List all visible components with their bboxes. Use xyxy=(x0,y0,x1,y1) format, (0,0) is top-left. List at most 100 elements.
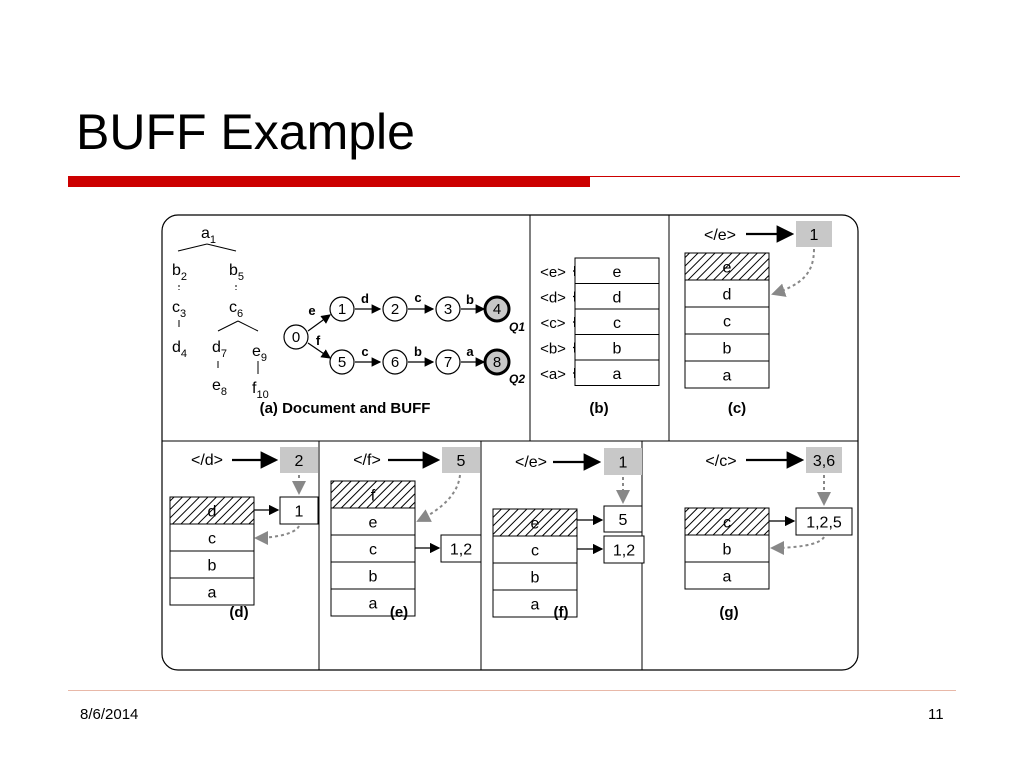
tag-label: <d> xyxy=(540,290,566,307)
stack-d-cell-label: a xyxy=(208,585,217,602)
stack-b-cell xyxy=(574,359,660,386)
event-tag: </f> xyxy=(353,452,381,469)
stack-e-cell xyxy=(330,534,416,563)
pointer-arrow xyxy=(254,525,300,545)
state-label: 8 xyxy=(493,354,501,371)
stack-c-cell-label: c xyxy=(723,314,731,331)
stack-c-cell xyxy=(684,360,770,389)
tag-label: <e> xyxy=(540,264,566,281)
buffer-box-label: 1 xyxy=(619,455,628,472)
tree-node-d4: d4 xyxy=(172,339,187,360)
list-box-label: 5 xyxy=(619,512,628,529)
tag-label: <b> xyxy=(540,341,566,358)
automaton-state-1 xyxy=(329,296,355,322)
stack-e-cell-label: e xyxy=(369,515,378,532)
stack-e-cell-label: f xyxy=(371,488,376,505)
tree-node-e9: e9 xyxy=(252,343,267,364)
stack-d-cell-label: b xyxy=(208,558,217,575)
stack-g-cell-label: a xyxy=(723,569,732,586)
automaton-state-6 xyxy=(382,349,408,375)
stack-g-cell-label: b xyxy=(723,542,732,559)
tree-node-f10: f10 xyxy=(252,380,269,401)
event-tag: </c> xyxy=(705,453,736,470)
stack-e-cell-label: a xyxy=(369,596,378,613)
edge-label: f xyxy=(316,333,321,348)
automaton-state-2 xyxy=(382,296,408,322)
stack-e-cell xyxy=(330,561,416,590)
state-label: 3 xyxy=(444,301,452,318)
buffer-box-label: 3,6 xyxy=(813,453,835,470)
state-label: 1 xyxy=(338,301,346,318)
tree-node-b2: b2 xyxy=(172,262,187,283)
stack-c-cell xyxy=(684,252,770,281)
caption-a: (a) Document and BUFF xyxy=(260,400,431,417)
automaton-state-8 xyxy=(483,348,511,376)
query-label-q2: Q2 xyxy=(509,372,525,386)
stack-b-cell-label: e xyxy=(613,264,622,281)
stack-d-cell-label: d xyxy=(208,504,217,521)
caption-g: (g) xyxy=(719,604,738,621)
stack-b-cell-label: b xyxy=(613,340,622,357)
tree-node-b5: b5 xyxy=(229,262,244,283)
edge-label: e xyxy=(308,303,315,318)
edge-label: b xyxy=(466,292,474,307)
event-tag: </d> xyxy=(191,452,223,469)
automaton-state-3 xyxy=(435,296,461,322)
buffer-box xyxy=(806,447,842,473)
state-label: 6 xyxy=(391,354,399,371)
stack-c-cell-label: d xyxy=(723,287,732,304)
stack-d-cell xyxy=(169,496,255,525)
state-label: 0 xyxy=(292,329,300,346)
caption-e: (e) xyxy=(390,604,408,621)
stack-g-cell-label: c xyxy=(723,515,731,532)
title-accent-bar xyxy=(68,176,590,187)
caption-d: (d) xyxy=(229,604,248,621)
list-box-label: 1,2 xyxy=(450,542,472,559)
caption-c: (c) xyxy=(728,400,746,417)
tree-node-c6: c6 xyxy=(229,299,243,320)
stack-e-cell-label: b xyxy=(369,569,378,586)
event-tag: </e> xyxy=(704,227,736,244)
pointer-arrow xyxy=(416,474,461,522)
slide-title: BUFF Example xyxy=(76,104,415,160)
diagram-frame xyxy=(161,214,859,671)
automaton-state-0 xyxy=(283,324,309,350)
buffer-box-label: 2 xyxy=(295,453,304,470)
buffer-box xyxy=(442,447,480,473)
stack-b-cell-label: a xyxy=(613,366,622,383)
query-label-q1: Q1 xyxy=(509,320,525,334)
list-box xyxy=(440,534,482,563)
stack-b-cell xyxy=(574,308,660,335)
stack-g-cell xyxy=(684,534,770,563)
tree-node-e8: e8 xyxy=(212,377,227,398)
edge-label: c xyxy=(414,290,421,305)
stack-e-cell-label: c xyxy=(369,542,377,559)
stack-g-cell xyxy=(684,561,770,590)
edge-label: a xyxy=(466,344,474,359)
state-label: 4 xyxy=(493,301,501,318)
edge-label: b xyxy=(414,344,422,359)
list-box xyxy=(795,507,853,536)
automaton-state-5 xyxy=(329,349,355,375)
stack-f-cell-label: c xyxy=(531,543,539,560)
automaton-edges xyxy=(307,304,486,367)
stack-c-cell-label: e xyxy=(723,260,732,277)
stack-b-cell xyxy=(574,283,660,310)
stack-b-cell-label: c xyxy=(613,315,621,332)
stack-d-cell xyxy=(169,577,255,606)
stack-e-cell xyxy=(330,588,416,617)
footer-rule xyxy=(68,690,956,691)
state-label: 2 xyxy=(391,301,399,318)
buffer-box xyxy=(604,448,642,475)
tree-node-c3: c3 xyxy=(172,299,186,320)
stack-b-cell-label: d xyxy=(613,289,622,306)
document-tree-edges xyxy=(177,243,259,374)
stack-f-cell xyxy=(492,508,578,537)
